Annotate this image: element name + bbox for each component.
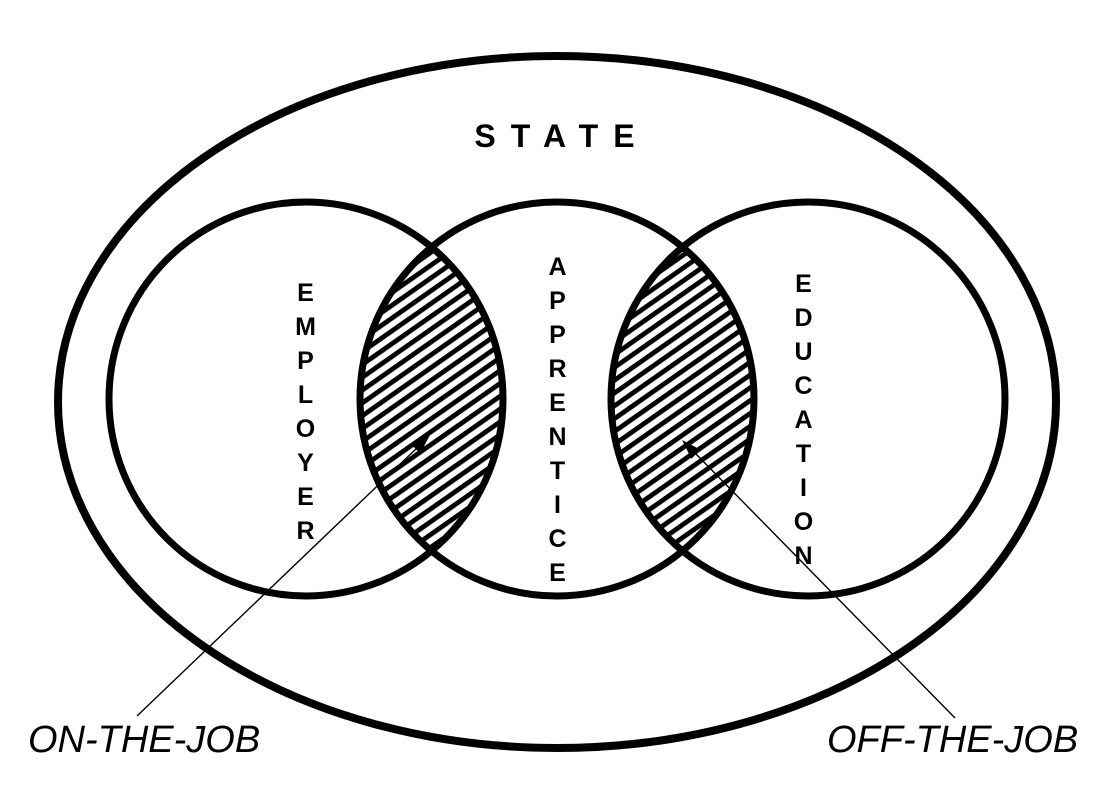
employer-label: EMPLOYER [291,279,320,551]
state-ellipse [54,52,1060,752]
education-circle [607,198,1009,600]
on-the-job-overlap-region [359,247,504,551]
on-the-job-arrowhead [411,435,430,454]
apprentice-label: APPRENTICE [543,253,572,593]
on-the-job-leader-line [136,446,419,717]
off-the-job-label: OFF-THE-JOB [827,719,1079,761]
employer-circle [105,198,507,600]
on-the-job-label: ON-THE-JOB [28,719,261,761]
off-the-job-overlap-region [610,247,755,551]
education-label: EDUCATION [789,270,818,576]
off-the-job-arrowhead [682,440,701,459]
apprentice-circle [356,198,758,600]
off-the-job-leader-line [694,452,956,719]
state-label: STATE [474,118,650,154]
